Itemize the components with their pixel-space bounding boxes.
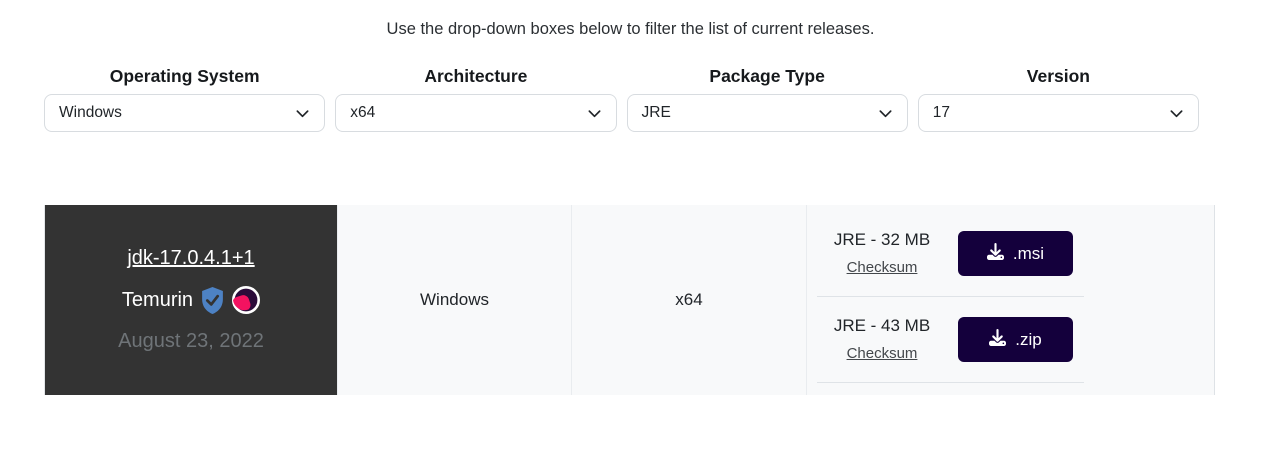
downloads-cell: JRE - 32 MB Checksum .msi JRE - 43 MB Ch… xyxy=(806,205,1214,395)
download-zip-button[interactable]: .zip xyxy=(958,317,1073,362)
release-date: August 23, 2022 xyxy=(118,330,264,352)
download-info: JRE - 32 MB Checksum xyxy=(817,230,947,277)
verified-shield-icon xyxy=(200,286,225,314)
os-filter-label: Operating System xyxy=(109,66,260,86)
os-select-value: Windows xyxy=(59,104,122,121)
version-select[interactable]: 17 xyxy=(917,94,1199,132)
download-row-zip: JRE - 43 MB Checksum .zip xyxy=(817,297,1214,382)
release-info-cell: jdk-17.0.4.1+1 Temurin August 23, 2022 xyxy=(45,205,337,395)
arch-cell: x64 xyxy=(571,205,806,395)
release-table-row: jdk-17.0.4.1+1 Temurin August 23, 2022 W… xyxy=(44,205,1215,395)
filter-group-arch: Architecture x64 xyxy=(335,66,617,132)
package-type-select[interactable]: JRE xyxy=(626,94,908,132)
chevron-down-icon xyxy=(295,106,310,121)
filter-group-version: Version 17 xyxy=(917,66,1199,132)
temurin-logo-icon xyxy=(232,286,261,314)
filter-group-package: Package Type JRE xyxy=(626,66,908,132)
version-select-value: 17 xyxy=(932,104,950,121)
download-msi-button[interactable]: .msi xyxy=(958,231,1073,276)
download-size-label: JRE - 43 MB xyxy=(833,316,931,335)
arch-select[interactable]: x64 xyxy=(335,94,617,132)
release-name-link[interactable]: jdk-17.0.4.1+1 xyxy=(127,247,255,269)
chevron-down-icon xyxy=(587,106,602,121)
filter-bar: Operating System Windows Architecture x6… xyxy=(44,66,1199,132)
download-icon xyxy=(986,242,1004,265)
package-filter-label: Package Type xyxy=(709,66,825,86)
intro-text: Use the drop-down boxes below to filter … xyxy=(386,20,875,38)
download-row-msi: JRE - 32 MB Checksum .msi xyxy=(817,211,1214,296)
download-icon xyxy=(989,328,1007,351)
chevron-down-icon xyxy=(1169,106,1184,121)
checksum-link[interactable]: Checksum xyxy=(846,345,918,362)
download-info: JRE - 43 MB Checksum xyxy=(817,316,947,363)
vendor-row: Temurin xyxy=(121,286,261,314)
download-size-label: JRE - 32 MB xyxy=(833,230,931,249)
arch-filter-label: Architecture xyxy=(424,66,528,86)
vendor-label: Temurin xyxy=(121,288,194,311)
package-select-value: JRE xyxy=(641,104,671,121)
os-cell: Windows xyxy=(337,205,571,395)
filter-group-os: Operating System Windows xyxy=(44,66,326,132)
arch-select-value: x64 xyxy=(350,104,376,121)
checksum-link[interactable]: Checksum xyxy=(846,259,918,276)
version-filter-label: Version xyxy=(1026,66,1090,86)
chevron-down-icon xyxy=(878,106,893,121)
download-button-label: .msi xyxy=(1012,243,1045,263)
download-button-label: .zip xyxy=(1015,329,1042,349)
divider xyxy=(817,382,1084,383)
divider xyxy=(817,296,1084,297)
os-select[interactable]: Windows xyxy=(44,94,326,132)
